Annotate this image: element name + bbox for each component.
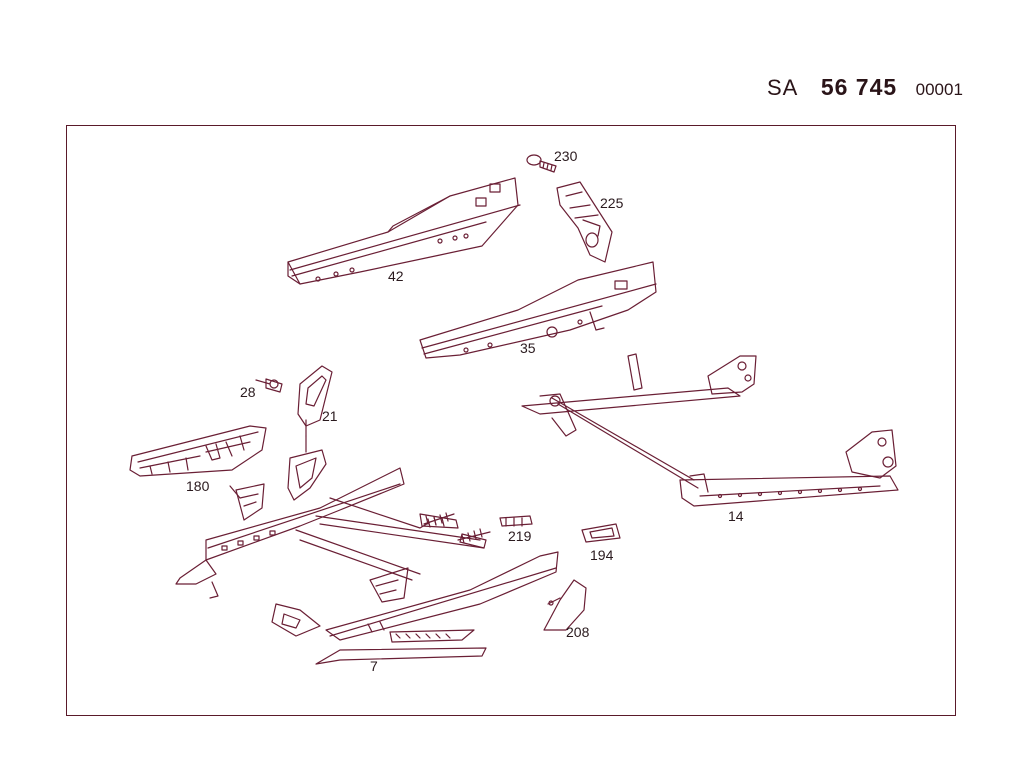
diagram-frame [66,125,956,716]
part-35-seat-rail [419,261,657,359]
label-35: 35 [520,340,536,356]
part-42-seat-rail [287,177,521,285]
label-194: 194 [590,547,614,563]
header-prefix: SA [767,75,799,100]
label-14: 14 [728,508,744,524]
part-28-bolt [255,378,283,393]
label-21: 21 [322,408,338,424]
part-230-screw [526,154,557,173]
label-180: 180 [186,478,210,494]
label-7: 7 [370,658,378,674]
leader-lines [229,419,307,499]
part-21-lever [297,365,333,453]
label-28: 28 [240,384,256,400]
label-208: 208 [566,624,590,640]
label-219: 219 [508,528,532,544]
part-14-frame [521,353,899,507]
part-194-clip [581,523,621,543]
header-number: 56 745 [820,74,898,100]
part-180-adjuster [129,425,267,477]
label-42: 42 [388,268,404,284]
header-sequence: 00001 [915,80,963,99]
part-225-bracket [556,181,613,263]
part-219-spring [423,512,491,544]
label-225: 225 [600,195,624,211]
label-230: 230 [554,148,578,164]
part-208-cover [543,579,587,631]
seat-frame-assembly [175,449,559,665]
drawing-header: SA 56 745 00001 [767,74,963,101]
